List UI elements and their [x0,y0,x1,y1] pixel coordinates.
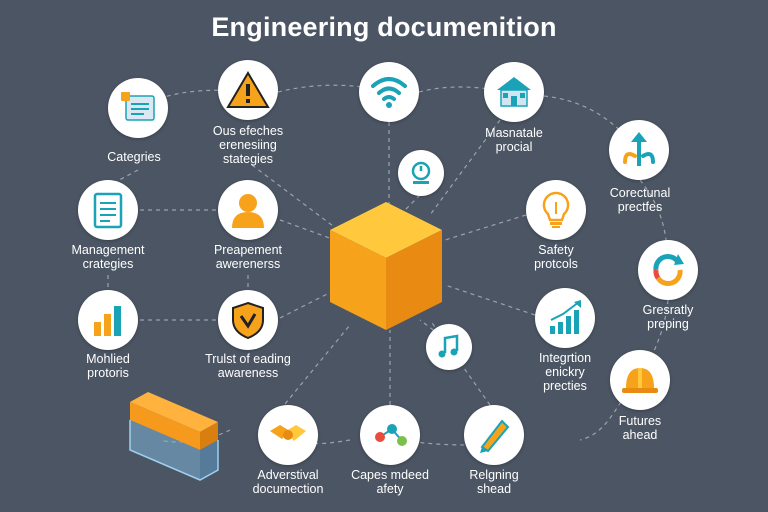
label-line: Relgning [469,468,519,482]
label-line: prectfes [617,200,663,214]
node-timer [398,150,444,196]
node-integration [535,288,595,348]
handshake-icon [270,425,306,441]
label-line: protoris [87,366,129,380]
spoke-trust [279,289,336,319]
document-icon [121,92,155,121]
music-note-icon [438,334,459,358]
spoke-house [429,119,501,216]
label-line: ahead [622,428,658,442]
label-line: Adverstival [257,468,319,482]
node-trust [218,290,278,350]
node-warning [218,60,278,120]
node-relunning [464,405,524,465]
label-capes: Capes mdeed afety [320,468,460,496]
label-line: shead [476,482,512,496]
lightbulb-icon [542,191,570,228]
growth-chart-icon [550,300,581,334]
label-line: Ous efeches [212,124,284,138]
wifi-icon [371,77,407,108]
spoke-integration [444,284,536,316]
node-capes [360,405,420,465]
label-line: Safety [538,243,574,257]
label-line: Categries [107,150,161,164]
glass-tray-icon [129,392,219,481]
label-line: preping [647,317,689,331]
spoke-timer [404,194,421,211]
network-icon [375,424,407,446]
label-futures: Futures ahead [570,414,710,442]
label-warning: Ous efeches erenesiing stategies [178,124,318,166]
label-line: erenesiing [219,138,277,152]
label-line: precties [543,379,587,393]
clipboard-icon [93,192,123,229]
label-line: Gresratly [642,303,694,317]
node-person [218,180,278,240]
node-music [426,324,472,370]
node-house [484,62,544,122]
diagram-title: Engineering documenition [211,12,557,42]
shield-icon [232,301,264,340]
label-greatly: Gresratly preping [598,303,738,331]
label-line: Mohlied [86,352,130,366]
label-line: Management [71,243,145,257]
node-safety [526,180,586,240]
timer-icon [411,161,431,184]
bar-chart-icon [94,306,121,336]
person-icon [232,194,264,228]
node-mohlied [78,290,138,350]
label-integration: Integrtion enickry precties [495,351,635,393]
label-line: crategies [82,257,134,271]
house-icon [497,77,531,107]
node-adverstival [258,405,318,465]
central-cube-icon [330,202,442,330]
label-line: afety [376,482,404,496]
node-greatly [638,240,698,300]
spoke-person [279,219,336,241]
spoke-safety [444,214,527,241]
warning-icon [226,71,270,108]
node-wifi [359,62,419,122]
label-line: Masnatale [485,126,543,140]
label-line: protcols [534,257,578,271]
label-line: procial [495,140,533,154]
node-categories [108,78,168,138]
spoke-warning [251,164,346,236]
label-line: Capes mdeed [351,468,429,482]
label-person: Preapement awerenerss [178,243,318,271]
label-corrective: Corectunal prectfes [570,186,710,214]
label-line: stategies [222,152,274,166]
label-line: Trulst of eading [205,352,291,366]
pencil-icon [480,419,510,453]
node-management [78,180,138,240]
label-management: Management crategies [38,243,178,271]
label-relunning: Relgning shead [424,468,564,496]
arrow-up-icon [623,132,655,166]
label-line: Integrtion [538,351,592,365]
node-corrective [609,120,669,180]
label-safety: Safety protcols [486,243,626,271]
hard-hat-icon [622,368,658,393]
label-house: Masnatale procial [444,126,584,154]
label-mohlied: Mohlied protoris [38,352,178,380]
label-line: awerenerss [215,257,281,271]
refresh-icon [653,254,684,286]
label-line: enickry [545,365,585,379]
label-trust: Trulst of eading awareness [178,352,318,380]
label-adverstival: Adverstival documection [218,468,358,496]
label-line: Futures [618,414,662,428]
label-line: Corectunal [609,186,671,200]
node-futures [610,350,670,410]
label-line: documection [252,482,324,496]
label-line: awareness [217,366,279,380]
label-line: Preapement [213,243,283,257]
label-categories: Categries [64,150,204,164]
spoke-relunning [429,319,491,406]
spoke-adverstival [279,324,351,411]
